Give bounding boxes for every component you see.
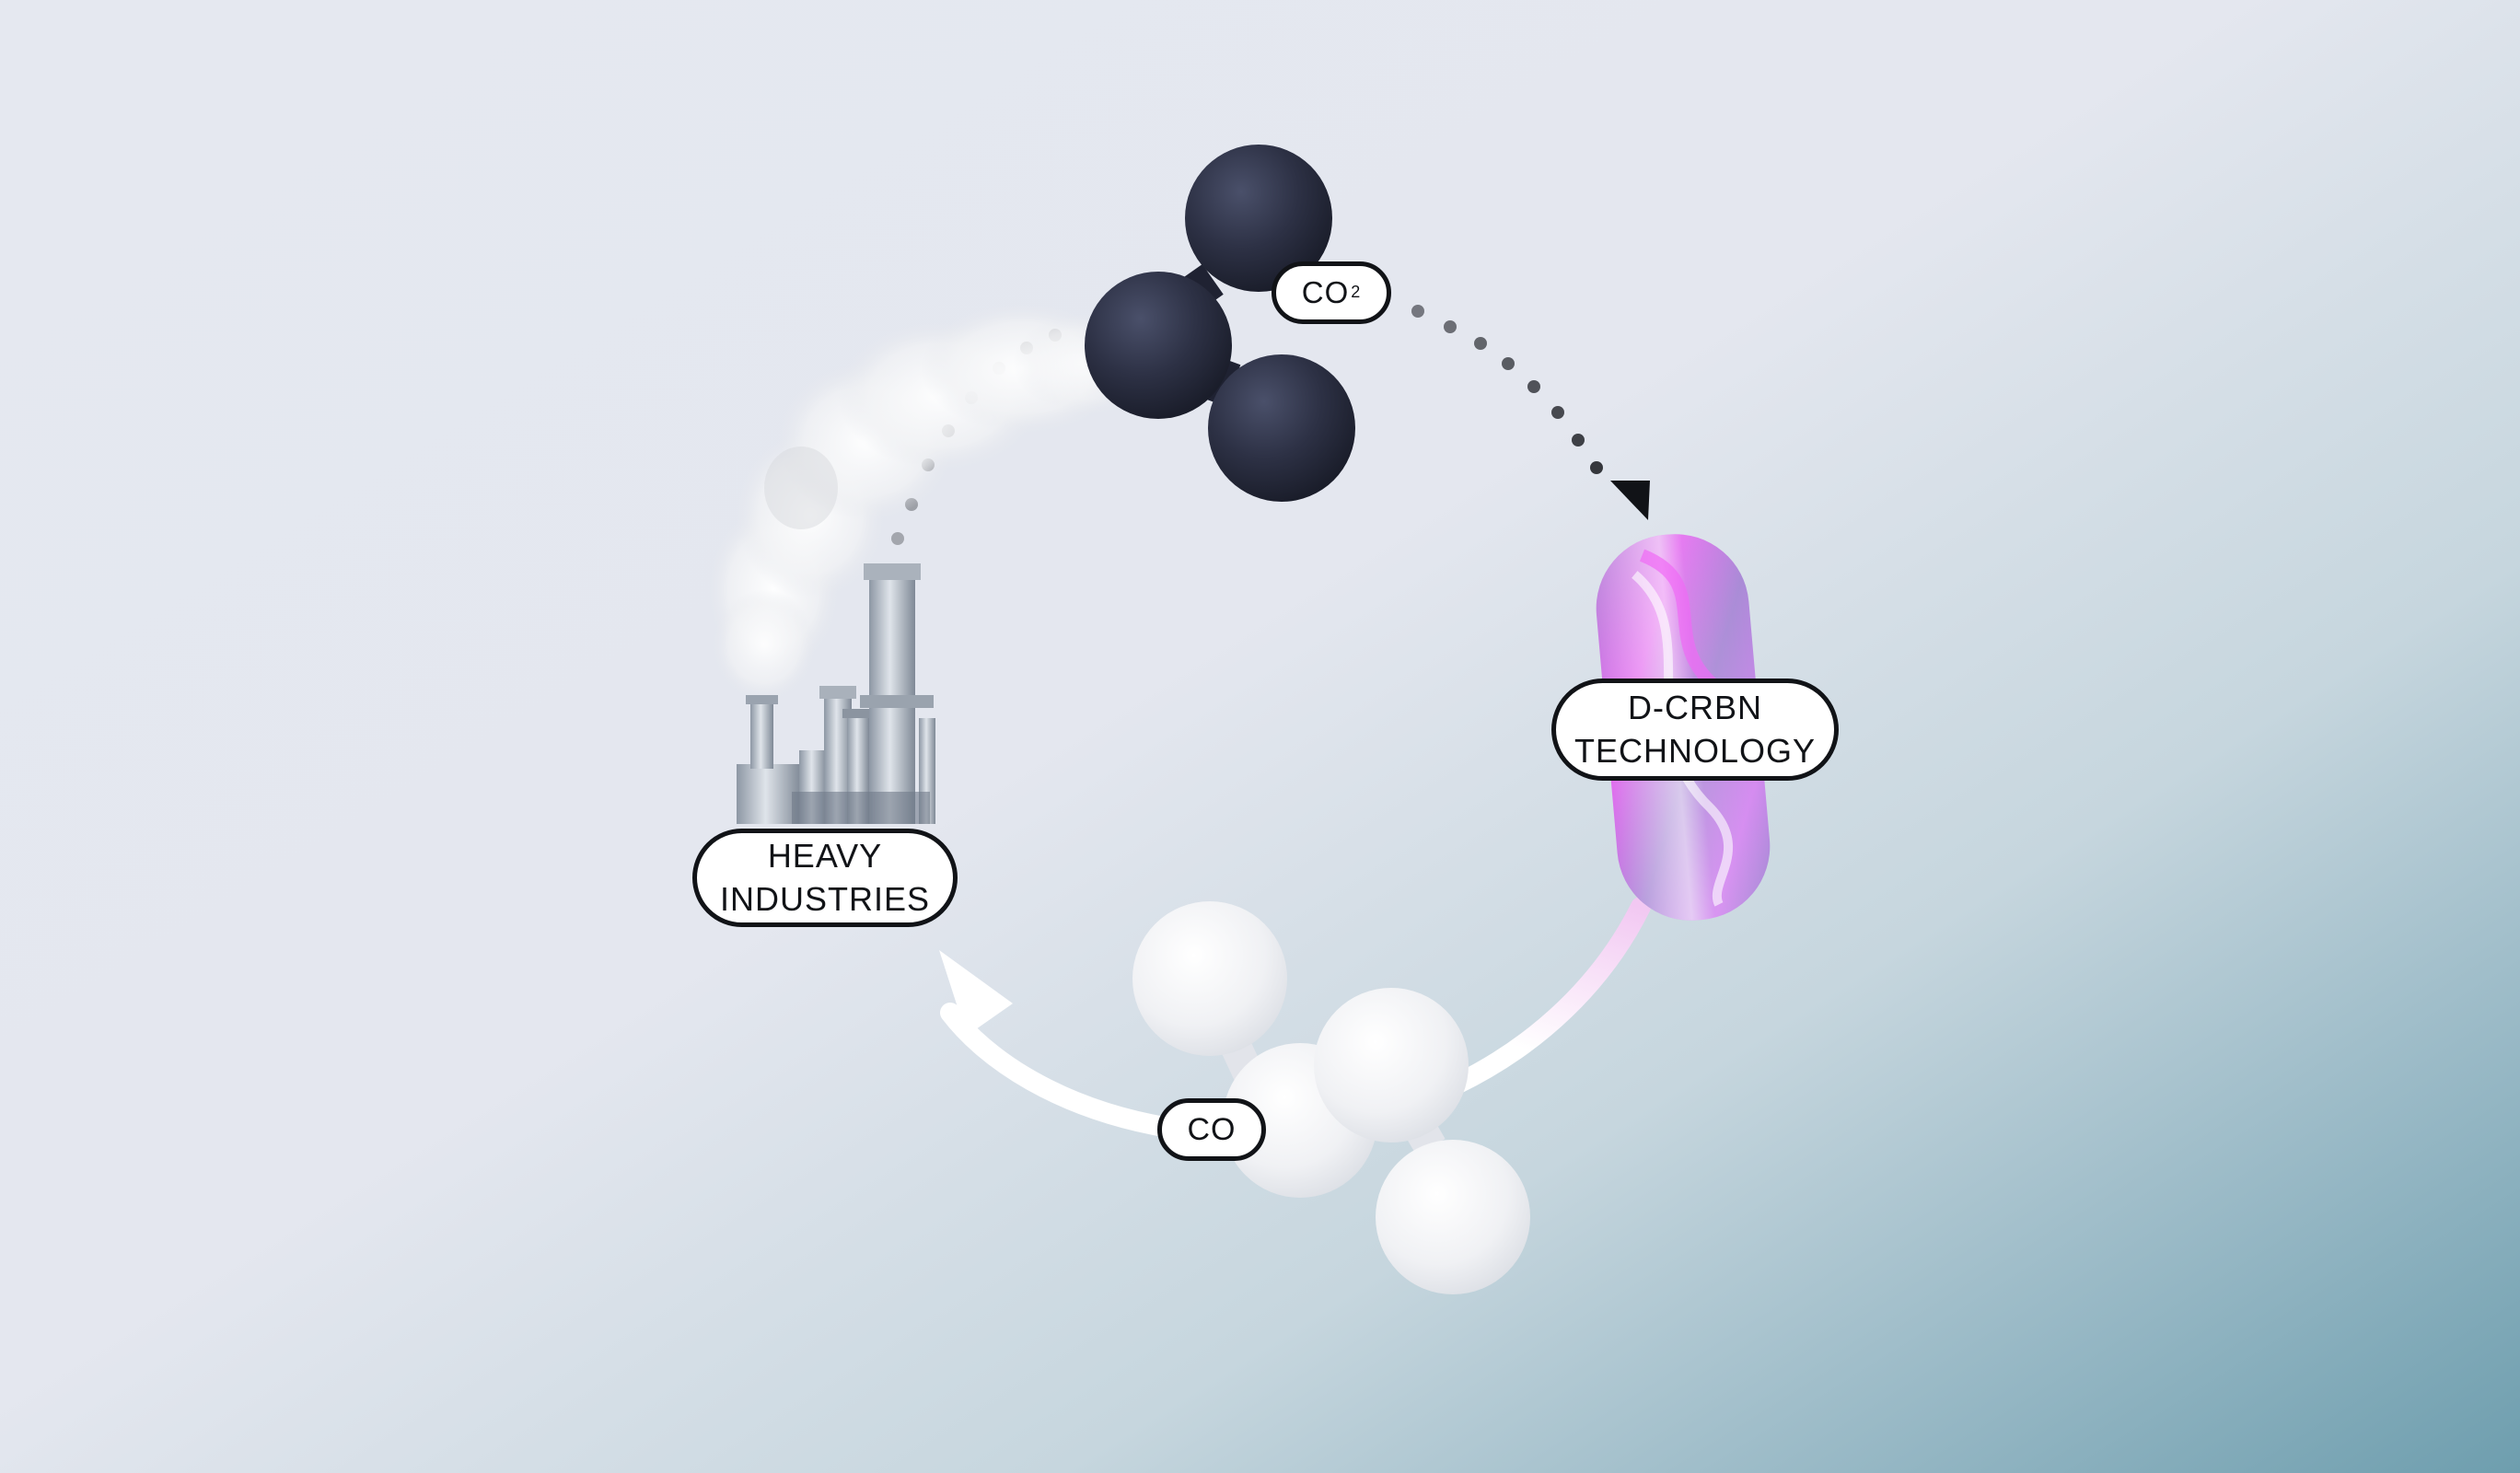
co-atom [1376,1140,1530,1294]
arrowhead-icon [1610,481,1650,520]
co2-atom [1185,145,1332,292]
co-label: CO [1157,1098,1266,1161]
factory-chimney-icon [737,563,935,824]
co-atom [1132,901,1287,1056]
arrowhead-icon [939,950,1013,1036]
co2-molecule [1085,145,1355,502]
co2-atom [1208,354,1355,502]
dcrbn-technology-label: D-CRBN TECHNOLOGY [1551,679,1839,781]
co-molecule [1132,901,1530,1294]
co2-atom [1085,272,1232,419]
heavy-industries-label: HEAVY INDUSTRIES [692,829,958,927]
co-atom [1314,988,1469,1142]
smoke-icon [709,304,1160,700]
